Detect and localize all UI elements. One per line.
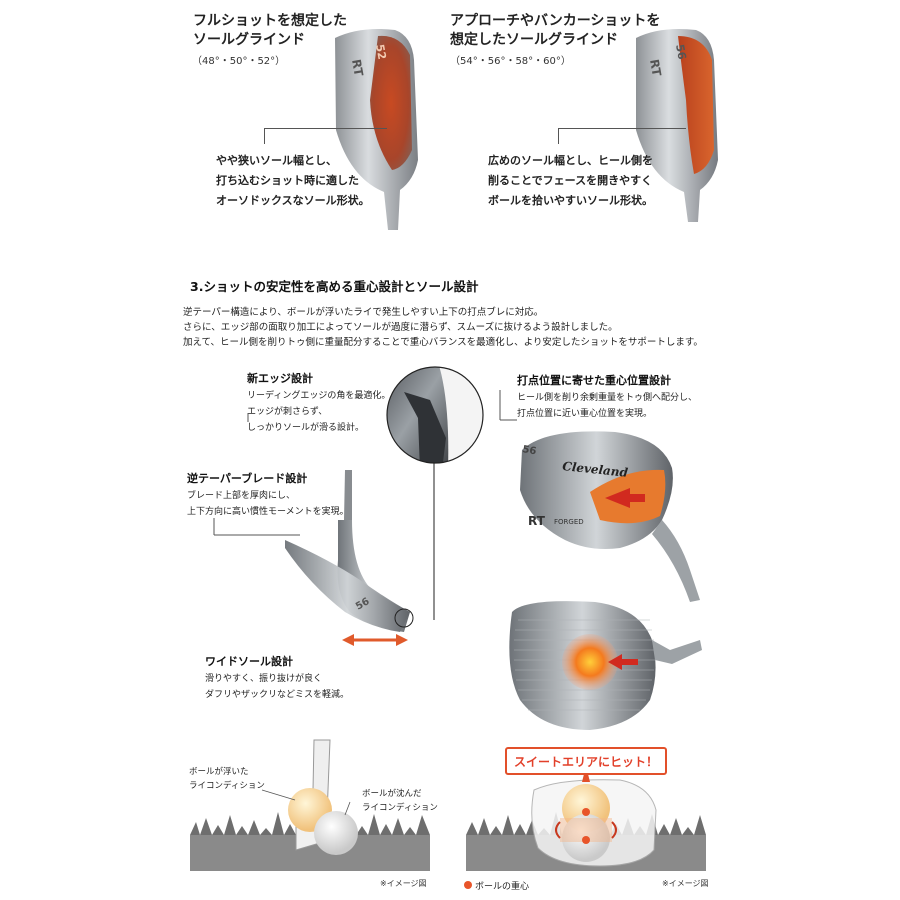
loft-mark: 56 [521, 444, 537, 457]
cleveland-logo: Cleveland [562, 459, 630, 480]
legend-ball-cg-label: ボールの重心 [475, 882, 530, 892]
legend-ball-cg: ボールの重心 [475, 879, 529, 892]
feature-cg-position: 打点位置に寄せた重心位置設計 ヒール側を削り余剰重量をトゥ側へ配分し、 打点位置… [517, 374, 698, 419]
callout-line-1-v [264, 128, 265, 144]
wedge-sole-image-1: RT 52 [335, 29, 418, 230]
rt-logo: RT [528, 514, 546, 528]
sole-grind-1-desc: やや狭いソール幅とし、 打ち込むショット時に適した オーソドックスなソール形状。 [216, 154, 370, 207]
section-3-heading: 3.ショットの安定性を高める重心設計とソール設計 [190, 279, 479, 294]
svg-text:56: 56 [673, 43, 689, 61]
svg-text:RT: RT [647, 58, 664, 78]
forged-logo: FORGED [554, 518, 584, 526]
svg-text:RT: RT [349, 58, 366, 78]
sole-grind-2-title: アプローチやバンカーショットを 想定したソールグラインド [450, 13, 661, 48]
callout-line-2 [558, 128, 686, 129]
note-image-left: ※イメージ図 [380, 879, 427, 888]
sole-grind-2-desc: 広めのソール幅とし、ヒール側を 削ることでフェースを開きやすく ボールを拾いやす… [488, 154, 653, 207]
callout-line-2-v [558, 128, 559, 144]
sweet-area-text: スイートエリアにヒット！ [513, 754, 658, 769]
sole-grind-1-lofts: （48°・50°・52°） [192, 56, 286, 67]
wedge-sole-image-2: RT 56 [636, 29, 718, 222]
label-floating-lie: ボールが浮いた ライコンディション [189, 767, 265, 791]
feature-wide-sole: ワイドソール設計 滑りやすく、振り抜けが良く ダフリやザックリなどミスを軽減。 [205, 655, 350, 700]
note-image-right: ※イメージ図 [662, 879, 709, 888]
feature-new-edge: 新エッジ設計 リーディングエッジの角を最適化。 エッジが刺さらず、 しっかりソー… [247, 372, 391, 433]
sole-grind-1: フルショットを想定した ソールグラインド （48°・50°・52°） RT 52… [0, 0, 450, 240]
label-sunk-lie: ボールが沈んだ ライコンディション [362, 789, 438, 813]
sole-grind-2: アプローチやバンカーショットを 想定したソールグラインド （54°・56°・58… [450, 0, 900, 240]
sweet-area-banner: スイートエリアにヒット！ [505, 747, 667, 775]
callout-line-1 [264, 128, 387, 129]
svg-text:52: 52 [373, 43, 388, 60]
section-3-paragraph: 逆テーパー構造により、ボールが浮いたライで発生しやすい上下の打点ブレに対応。 さ… [183, 307, 703, 348]
sole-grind-1-title: フルショットを想定した ソールグラインド [193, 13, 347, 48]
sole-grind-2-lofts: （54°・56°・58°・60°） [450, 56, 571, 67]
feature-reverse-taper: 逆テーパーブレード設計 ブレード上部を厚肉にし、 上下方向に高い慣性モーメントを… [187, 472, 349, 517]
